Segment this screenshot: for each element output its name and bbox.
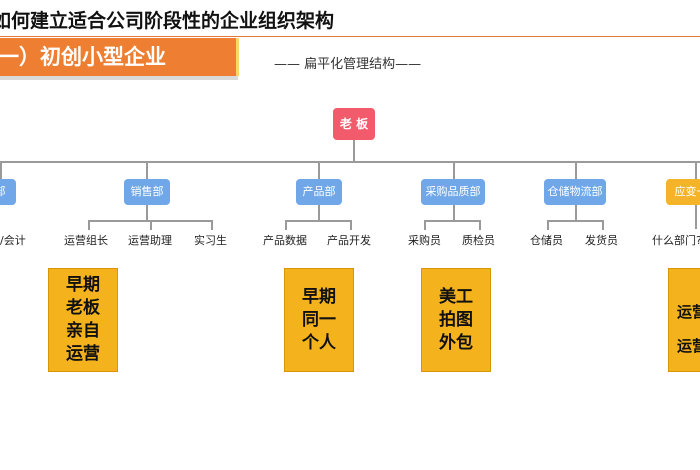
role-product-data: 产品数据 [263, 234, 307, 247]
connector-flex-down [695, 205, 697, 229]
role-inspector: 质检员 [462, 234, 495, 247]
connector-storage-r2 [602, 220, 604, 230]
role-warehouse-clerk: 仓储员 [530, 234, 563, 247]
title-divider [0, 36, 700, 37]
boss-node: 老 板 [333, 108, 375, 140]
role-which-dept: 什么部门? [652, 234, 700, 247]
connector-product-bar [285, 220, 351, 222]
connector-purchase-r2 [479, 220, 481, 230]
connector-dept-4 [453, 161, 455, 179]
note-purchasing-text: 美工拍图外包 [439, 286, 473, 353]
connector-purchase-r1 [424, 220, 426, 230]
section-banner: 一）初创小型企业 [0, 38, 239, 76]
role-accountant: /会计 [0, 234, 26, 247]
dept-sales: 销售部 [124, 179, 170, 205]
role-shipper: 发货员 [585, 234, 618, 247]
connector-product-r2 [350, 220, 352, 230]
note-flexible: 运营 运营 [668, 268, 700, 372]
connector-storage-down [575, 205, 577, 221]
dept-warehouse-logistics: 仓储物流部 [544, 179, 606, 205]
role-purchaser: 采购员 [408, 234, 441, 247]
connector-sales-r1 [88, 220, 90, 230]
note-purchasing: 美工拍图外包 [421, 268, 491, 372]
note-sales-text: 早期老板亲自运营 [66, 275, 100, 364]
connector-sales-r2 [150, 220, 152, 230]
note-product: 早期同一个人 [284, 268, 354, 372]
connector-sales-r3 [211, 220, 213, 230]
page-title: 如何建立适合公司阶段性的企业组织架构 [0, 10, 335, 32]
section-banner-text: 一）初创小型企业 [0, 45, 166, 69]
role-intern: 实习生 [194, 234, 227, 247]
role-ops-lead: 运营组长 [64, 234, 108, 247]
note-flexible-line-2: 运营 [677, 337, 700, 355]
structure-subtitle: —— 扁平化管理结构—— [274, 57, 422, 72]
note-flexible-line-1: 运营 [677, 303, 700, 321]
dept-finance: 部 [0, 179, 16, 205]
connector-storage-r1 [547, 220, 549, 230]
role-ops-assistant: 运营助理 [128, 234, 172, 247]
connector-dept-6 [695, 161, 697, 179]
dept-flexible: 应变一 [666, 179, 700, 205]
connector-purchase-bar [424, 220, 480, 222]
dept-product: 产品部 [296, 179, 342, 205]
connector-product-down [318, 205, 320, 221]
role-product-dev: 产品开发 [327, 234, 371, 247]
connector-purchase-down [453, 205, 455, 221]
connector-storage-bar [547, 220, 603, 222]
connector-boss-down [353, 140, 355, 162]
dept-purchasing-quality: 采购品质部 [421, 179, 485, 205]
note-product-text: 早期同一个人 [302, 286, 336, 353]
connector-sales-down [146, 205, 148, 221]
connector-dept-2 [146, 161, 148, 179]
connector-dept-5 [575, 161, 577, 179]
connector-dept-3 [318, 161, 320, 179]
connector-top-bar [0, 161, 700, 163]
connector-product-r1 [285, 220, 287, 230]
connector-dept-1 [0, 161, 2, 179]
note-sales: 早期老板亲自运营 [48, 268, 118, 372]
